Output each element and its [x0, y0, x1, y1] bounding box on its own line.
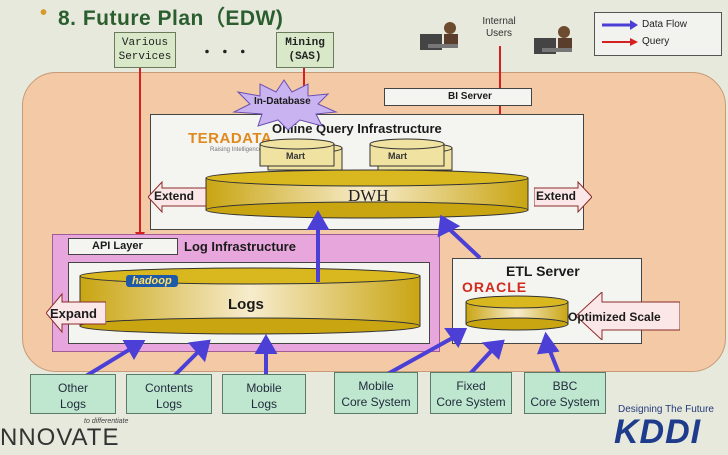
- bi-server-box: [384, 88, 532, 106]
- teradata-tagline: Raising Intelligence: [210, 147, 263, 153]
- extend-right-arrow: [534, 180, 592, 214]
- legend-query-label: Query: [642, 36, 670, 47]
- extend-left-arrow: [148, 180, 206, 214]
- etl-server-label: ETL Server: [506, 263, 580, 279]
- user-icon: [420, 22, 458, 50]
- optimized-scale-arrow: [576, 292, 680, 340]
- oracle-logo: ORACLE: [462, 279, 528, 295]
- innovate-subtitle: to differentiate: [84, 418, 129, 425]
- dwh-label: DWH: [348, 186, 389, 205]
- hadoop-logo: hadoop: [126, 275, 178, 287]
- in-database-label: In-Database: [254, 96, 311, 107]
- source-mobile-core-system: Mobile Core System: [334, 372, 418, 414]
- source-mobile-logs: Mobile Logs: [222, 374, 306, 414]
- optimized-scale-label: Optimized Scale: [568, 310, 661, 324]
- source-bbc-core-system: BBC Core System: [524, 372, 606, 414]
- legend-data-flow-label: Data Flow: [642, 19, 688, 30]
- mining-sas-box: Mining (SAS): [276, 32, 334, 68]
- source-contents-logs: Contents Logs: [126, 374, 212, 414]
- source-fixed-core-system: Fixed Core System: [430, 372, 512, 414]
- teradata-logo: TERADATA: [188, 130, 273, 147]
- mart-cylinders: [259, 138, 453, 171]
- data-flow-arrow-icon: [602, 20, 638, 30]
- title-bullet: •: [40, 2, 48, 24]
- expand-arrow: [46, 292, 106, 334]
- dwh-cylinder: [205, 169, 529, 219]
- expand-label: Expand: [50, 306, 97, 321]
- designing-future-text: Designing The Future: [618, 404, 714, 415]
- extend-right-label: Extend: [536, 189, 577, 203]
- various-services-box: Various Services: [114, 32, 176, 68]
- innovate-logo: NNOVATE: [0, 424, 120, 451]
- logs-label: Logs: [228, 296, 264, 313]
- api-layer-box: [68, 238, 178, 255]
- slide-title: 8. Future Plan（EDW): [58, 7, 284, 30]
- ellipsis-dots: ・ ・ ・: [200, 44, 250, 60]
- kddi-logo: KDDI: [614, 413, 702, 451]
- api-layer-label: API Layer: [92, 240, 143, 252]
- source-other-logs: Other Logs: [30, 374, 116, 414]
- query-arrow-icon: [602, 38, 638, 46]
- etl-cylinder: [465, 295, 569, 331]
- bi-server-label: BI Server: [448, 91, 492, 102]
- mart-label: Mart: [388, 151, 408, 161]
- user-icon: [534, 26, 572, 54]
- log-infrastructure-label: Log Infrastructure: [184, 239, 296, 254]
- online-query-label: Online Query Infrastructure: [272, 121, 442, 136]
- mart-label: Mart: [286, 151, 306, 161]
- internal-users-label: Internal Users: [482, 16, 516, 39]
- extend-left-label: Extend: [154, 189, 195, 203]
- legend-box: [594, 12, 722, 56]
- in-database-starburst: [232, 79, 338, 130]
